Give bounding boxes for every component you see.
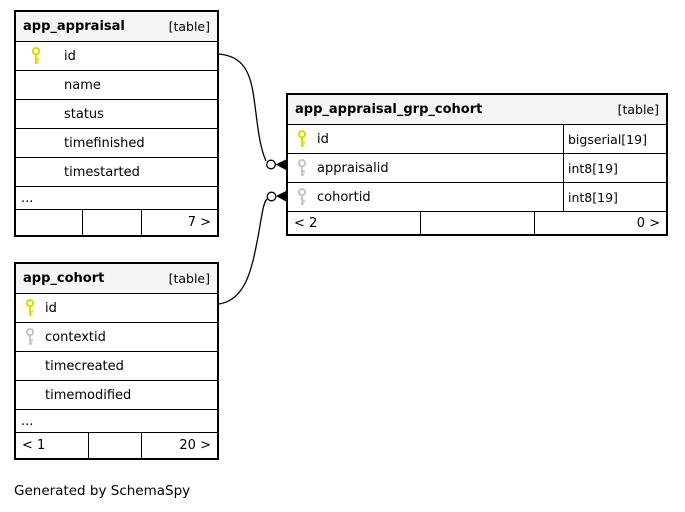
column-type: int8[19]	[563, 183, 666, 211]
column-type: bigserial[19]	[563, 125, 666, 153]
table-app-appraisal: app_appraisal [table] id name	[14, 10, 219, 237]
column-row-id[interactable]: id	[16, 293, 217, 322]
footer-parents-count: < 2	[294, 215, 318, 231]
column-name[interactable]: status	[64, 106, 104, 122]
footer-children-count: 20 >	[140, 433, 217, 458]
footer-children-count: 0 >	[533, 212, 666, 234]
table-footer: < 2 0 >	[288, 211, 666, 234]
column-row-appraisalid[interactable]: appraisalid int8[19]	[288, 153, 666, 182]
table-badge: [table]	[168, 19, 210, 34]
table-name[interactable]: app_cohort	[23, 271, 105, 286]
column-name[interactable]: name	[64, 77, 101, 93]
column-row-id[interactable]: id bigserial[19]	[288, 124, 666, 153]
footer-parents-count: < 1	[22, 438, 46, 453]
column-row-timemodified[interactable]: timemodified	[16, 380, 217, 409]
primary-key-icon	[295, 129, 308, 149]
table-footer: < 1 20 >	[16, 432, 217, 458]
footer-middle-cell	[420, 212, 533, 234]
column-row-id[interactable]: id	[16, 41, 217, 70]
crow-foot-icon	[275, 159, 286, 170]
column-row-cohortid[interactable]: cohortid int8[19]	[288, 182, 666, 211]
foreign-key-icon	[295, 158, 308, 178]
table-badge: [table]	[617, 102, 659, 117]
table-app-appraisal-grp-cohort: app_appraisal_grp_cohort [table] id bigs…	[286, 93, 668, 236]
footer-middle-cell	[88, 433, 140, 458]
connector-appraisalid	[218, 53, 286, 170]
table-badge: [table]	[168, 271, 210, 286]
column-row-status[interactable]: status	[16, 99, 217, 128]
column-name[interactable]: cohortid	[317, 189, 371, 205]
foreign-key-icon	[23, 327, 36, 347]
more-columns-ellipsis: ...	[16, 409, 217, 432]
column-row-timefinished[interactable]: timefinished	[16, 128, 217, 157]
table-name[interactable]: app_appraisal_grp_cohort	[295, 102, 483, 117]
column-name[interactable]: appraisalid	[317, 160, 389, 176]
generated-by-credit: Generated by SchemaSpy	[14, 483, 191, 499]
column-type: int8[19]	[563, 154, 666, 182]
primary-key-icon	[23, 298, 36, 318]
table-app-cohort: app_cohort [table] id	[14, 262, 219, 460]
column-name[interactable]: contextid	[45, 329, 106, 345]
table-header[interactable]: app_appraisal [table]	[16, 12, 217, 41]
footer-children-count: 7 >	[140, 210, 217, 235]
footer-parents-count	[16, 210, 82, 235]
primary-key-icon	[29, 46, 42, 66]
column-row-contextid[interactable]: contextid	[16, 322, 217, 351]
foreign-key-icon	[295, 187, 308, 207]
column-name[interactable]: timecreated	[45, 358, 124, 374]
column-row-timestarted[interactable]: timestarted	[16, 157, 217, 186]
column-name[interactable]: timefinished	[64, 135, 145, 151]
table-header[interactable]: app_appraisal_grp_cohort [table]	[288, 95, 666, 124]
column-name[interactable]: id	[317, 131, 329, 147]
column-row-timecreated[interactable]: timecreated	[16, 351, 217, 380]
table-footer: 7 >	[16, 209, 217, 235]
crow-foot-icon	[276, 191, 286, 202]
zero-circle-icon	[266, 159, 276, 170]
column-name[interactable]: id	[64, 48, 76, 64]
zero-circle-icon	[266, 191, 277, 202]
column-name[interactable]: id	[45, 300, 57, 316]
table-name[interactable]: app_appraisal	[23, 19, 125, 34]
connector-cohortid	[218, 191, 286, 305]
more-columns-ellipsis: ...	[16, 186, 217, 209]
column-name[interactable]: timemodified	[45, 387, 132, 403]
column-name[interactable]: timestarted	[64, 164, 140, 180]
table-header[interactable]: app_cohort [table]	[16, 264, 217, 293]
column-row-name[interactable]: name	[16, 70, 217, 99]
footer-middle-cell	[82, 210, 140, 235]
